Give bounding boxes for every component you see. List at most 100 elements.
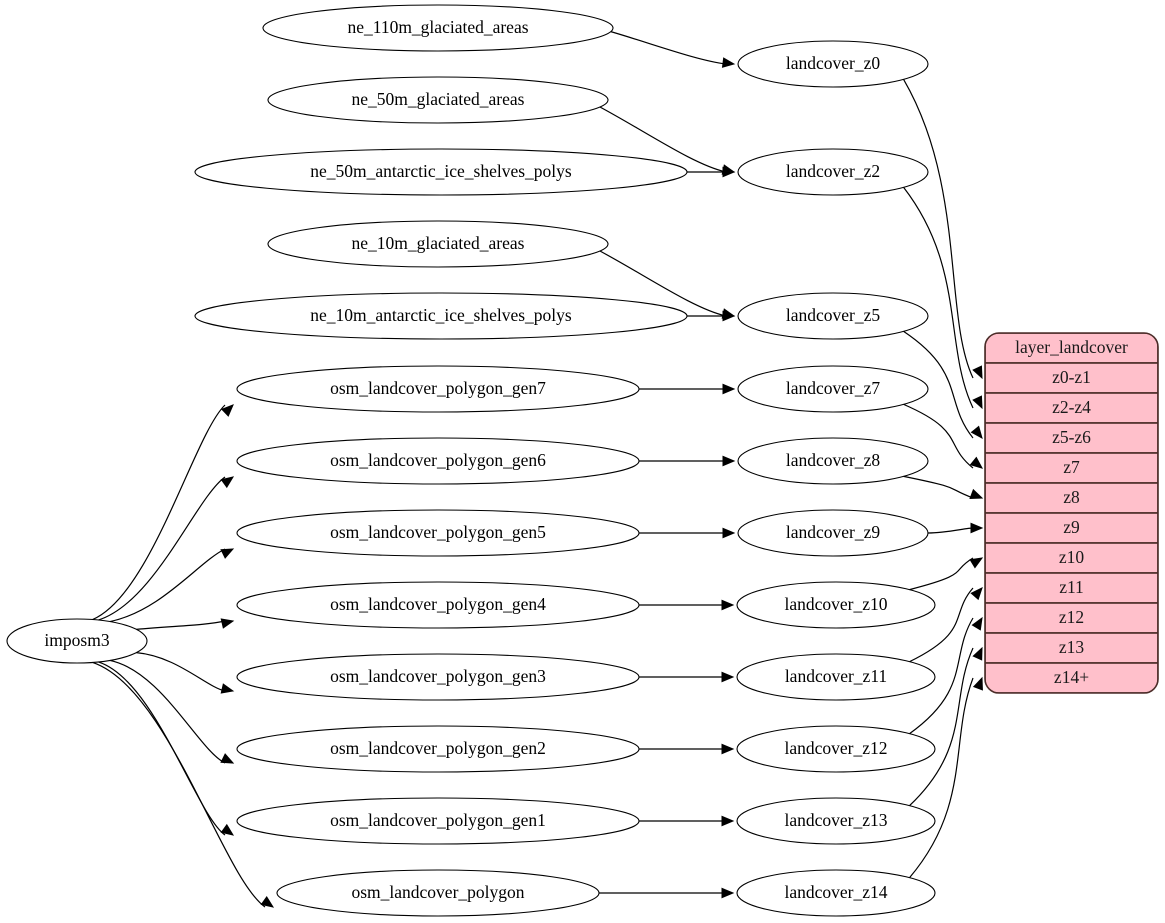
arrowhead: [220, 823, 235, 836]
edge-imposm3-to-osm_landcover_polygon_gen1: [98, 661, 235, 836]
node-osm_landcover_polygon_gen1[interactable]: osm_landcover_polygon_gen1: [236, 797, 640, 845]
node-label: osm_landcover_polygon_gen5: [330, 522, 546, 542]
node-landcover_z9[interactable]: landcover_z9: [737, 509, 929, 557]
node-label: landcover_z2: [786, 161, 880, 181]
node-ne_50m_antarctic_ice_shelves_polys[interactable]: ne_50m_antarctic_ice_shelves_polys: [194, 148, 688, 196]
arrowhead: [220, 683, 235, 694]
table-header-cell: [985, 333, 1158, 364]
node-landcover_z5[interactable]: landcover_z5: [737, 292, 929, 340]
node-landcover_z12[interactable]: landcover_z12: [736, 725, 936, 773]
node-landcover_z2[interactable]: landcover_z2: [737, 148, 929, 196]
table-row-cell[interactable]: [985, 632, 1158, 664]
table-row-cell[interactable]: [985, 662, 1158, 693]
edge-path: [903, 475, 974, 499]
edge-landcover_z9-to-table-z9: [927, 522, 984, 534]
edge-path: [909, 617, 974, 735]
node-label: ne_10m_glaciated_areas: [352, 233, 525, 253]
table-row-label: z5-z6: [1052, 427, 1091, 447]
table-row-cell[interactable]: [985, 392, 1158, 424]
edge-path: [136, 620, 226, 630]
node-ne_10m_glaciated_areas[interactable]: ne_10m_glaciated_areas: [267, 220, 609, 268]
arrowhead: [220, 548, 235, 559]
node-osm_landcover_polygon[interactable]: osm_landcover_polygon: [276, 869, 600, 917]
table-header-label: layer_landcover: [1015, 337, 1128, 357]
node-ne_50m_glaciated_areas[interactable]: ne_50m_glaciated_areas: [267, 76, 609, 124]
edge-path: [903, 330, 974, 439]
arrowhead: [722, 310, 736, 322]
arrowhead: [221, 404, 234, 417]
node-landcover_z0[interactable]: landcover_z0: [737, 40, 929, 88]
edge-landcover_z11-to-table-z11: [909, 587, 983, 663]
node-ellipse: [194, 292, 688, 340]
node-osm_landcover_polygon_gen5[interactable]: osm_landcover_polygon_gen5: [236, 509, 640, 557]
node-osm_landcover_polygon_gen4[interactable]: osm_landcover_polygon_gen4: [236, 581, 640, 629]
node-label: landcover_z5: [786, 305, 881, 325]
node-ne_10m_antarctic_ice_shelves_polys[interactable]: ne_10m_antarctic_ice_shelves_polys: [194, 292, 688, 340]
arrowhead: [970, 587, 983, 601]
node-osm_landcover_polygon_gen6[interactable]: osm_landcover_polygon_gen6: [236, 437, 640, 485]
arrowhead: [721, 815, 735, 827]
node-ellipse: [6, 618, 148, 664]
node-osm_landcover_polygon_gen2[interactable]: osm_landcover_polygon_gen2: [236, 725, 640, 773]
node-ellipse: [276, 869, 600, 917]
edge-path: [92, 661, 266, 908]
node-landcover_z11[interactable]: landcover_z11: [736, 653, 936, 701]
table-row-cell[interactable]: [985, 572, 1158, 604]
node-landcover_z10[interactable]: landcover_z10: [736, 581, 936, 629]
edge-path: [109, 548, 226, 623]
table-row-cell[interactable]: [985, 542, 1158, 574]
table-layer-landcover[interactable]: layer_landcoverz0-z1z2-z4z5-z6z7z8z9z10z…: [984, 332, 1159, 694]
arrowhead: [220, 618, 235, 629]
node-ellipse: [737, 365, 929, 413]
node-ellipse: [737, 437, 929, 485]
edge-landcover_z7-to-table-z7: [903, 403, 984, 469]
arrowhead: [260, 895, 275, 908]
node-label: landcover_z12: [784, 738, 887, 758]
edge-path: [927, 527, 974, 534]
edge-path: [98, 661, 226, 836]
node-label: landcover_z9: [786, 522, 881, 542]
table-body: [985, 333, 1158, 693]
edge-path: [909, 647, 974, 807]
edge-osm_landcover_polygon_gen1-to-landcover_z13: [639, 815, 735, 827]
node-landcover_z8[interactable]: landcover_z8: [737, 437, 929, 485]
node-ellipse: [236, 437, 640, 485]
arrowhead: [972, 676, 983, 691]
node-ne_110m_glaciated_areas[interactable]: ne_110m_glaciated_areas: [262, 4, 614, 52]
arrowhead: [972, 395, 983, 410]
arrowhead: [969, 456, 984, 469]
edge-path: [136, 652, 226, 692]
arrowhead: [970, 425, 983, 440]
layer-nodes: landcover_z0 landcover_z2 landcover_z5land…: [736, 40, 936, 917]
edge-imposm3-to-osm_landcover_polygon_gen6: [98, 476, 235, 621]
edge-path: [109, 659, 226, 764]
node-label: osm_landcover_polygon_gen1: [330, 810, 546, 830]
arrowhead: [722, 166, 736, 178]
edge-path: [599, 250, 727, 317]
edge-path: [909, 557, 974, 591]
node-ellipse: [236, 581, 640, 629]
arrowhead: [721, 743, 735, 755]
table-row-label: z11: [1059, 577, 1084, 597]
node-ellipse: [267, 220, 609, 268]
edge-landcover_z5-to-table-z5-z6: [903, 330, 983, 440]
arrowhead: [721, 671, 735, 683]
edge-osm_landcover_polygon_gen2-to-landcover_z12: [638, 743, 735, 755]
node-osm_landcover_polygon_gen3[interactable]: osm_landcover_polygon_gen3: [236, 653, 640, 701]
edge-ne_10m_antarctic_ice_shelves_polys-to-landcover_z5: [686, 310, 736, 322]
node-landcover_z13[interactable]: landcover_z13: [736, 797, 936, 845]
edge-landcover_z14-to-table-z14+: [909, 676, 983, 879]
node-imposm3[interactable]: imposm3: [6, 618, 148, 664]
table-layer: layer_landcoverz0-z1z2-z4z5-z6z7z8z9z10z…: [984, 332, 1159, 694]
table-row-label: z2-z4: [1052, 397, 1091, 417]
node-landcover_z7[interactable]: landcover_z7: [737, 365, 929, 413]
arrowhead: [969, 557, 984, 569]
node-osm_landcover_polygon_gen7[interactable]: osm_landcover_polygon_gen7: [236, 365, 640, 413]
edge-path: [903, 79, 974, 379]
node-landcover_z14[interactable]: landcover_z14: [736, 869, 936, 917]
table-row-label: z7: [1063, 457, 1080, 477]
table-row-cell[interactable]: [985, 422, 1158, 454]
node-label: osm_landcover_polygon_gen2: [330, 738, 546, 758]
table-row-cell[interactable]: [985, 452, 1158, 484]
